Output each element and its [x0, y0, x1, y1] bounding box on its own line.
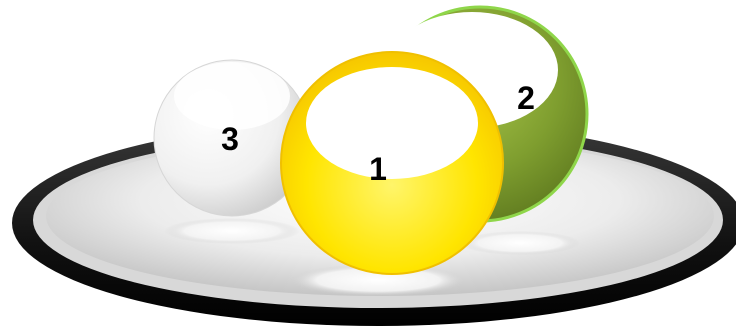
ball-1-label: 1: [369, 151, 387, 187]
white-ball-reflection: [164, 218, 300, 244]
white-ball-highlight: [174, 62, 290, 130]
yellow-ball-highlight: [306, 67, 478, 179]
ball-3-label: 3: [221, 121, 239, 157]
yellow-ball: 1: [281, 52, 503, 274]
ball-2-label: 2: [517, 80, 535, 116]
